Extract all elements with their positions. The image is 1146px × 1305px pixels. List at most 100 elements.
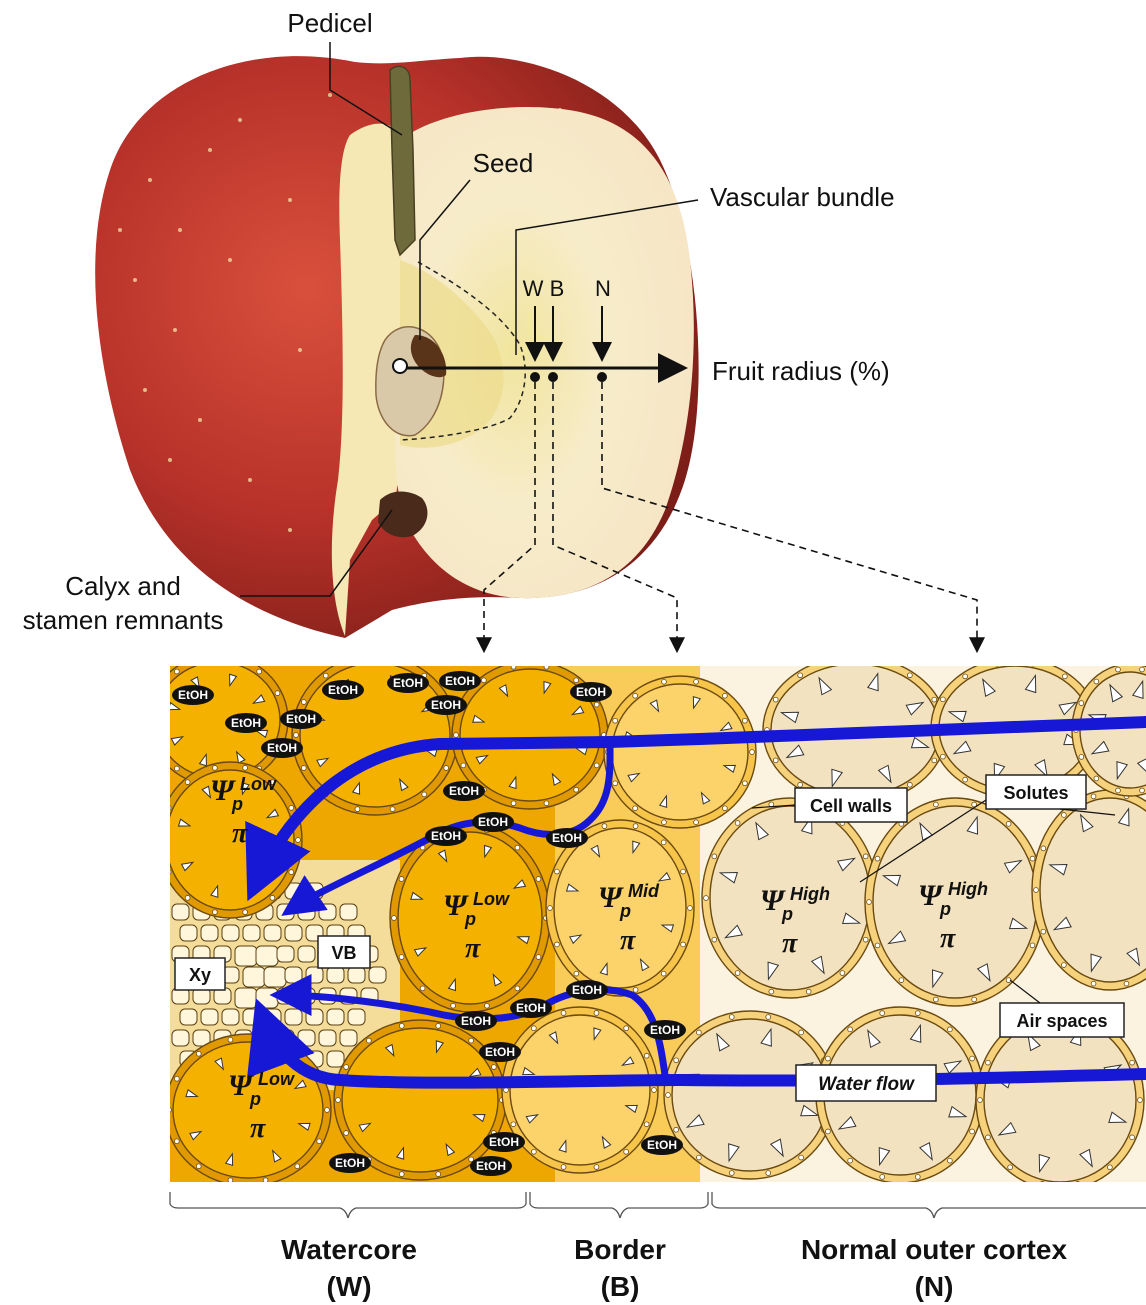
fruit-radius-label: Fruit radius (%) [712, 356, 890, 386]
etoh-text: EtOH [485, 1045, 515, 1059]
marker-w-dot [530, 372, 540, 382]
apple-illustration [95, 56, 698, 638]
vb-cell [319, 904, 336, 920]
etoh-text: EtOH [516, 1001, 546, 1015]
vascular-bundle-label: Vascular bundle [710, 182, 895, 212]
etoh-text: EtOH [572, 983, 602, 997]
normal-code: (N) [915, 1271, 954, 1302]
vb-cell [340, 1030, 357, 1046]
etoh-text: EtOH [286, 712, 316, 726]
vb-cell [243, 925, 260, 941]
etoh-badge: EtOH [644, 1020, 686, 1040]
vb-cell [172, 904, 189, 920]
vb-cell [172, 1030, 189, 1046]
etoh-badge: EtOH [472, 812, 514, 832]
etoh-text: EtOH [178, 688, 208, 702]
vb-cell [222, 1009, 239, 1025]
etoh-badge: EtOH [546, 828, 588, 848]
fruit-center-point [393, 359, 407, 373]
calyx-label-line2: stamen remnants [23, 605, 224, 635]
watercore-bracket [170, 1192, 526, 1218]
etoh-text: EtOH [552, 831, 582, 845]
etoh-text: EtOH [461, 1014, 491, 1028]
air-spaces-label: Air spaces [1016, 1011, 1107, 1031]
border-code: (B) [601, 1271, 640, 1302]
etoh-text: EtOH [489, 1135, 519, 1149]
vb-cell [256, 988, 278, 1008]
watercore-code: (W) [326, 1271, 371, 1302]
xy-label: Xy [189, 965, 211, 985]
etoh-badge: EtOH [455, 1011, 497, 1031]
vb-cell [264, 967, 286, 987]
vb-cell [277, 946, 294, 962]
vb-cell [180, 1009, 197, 1025]
etoh-badge: EtOH [387, 673, 429, 693]
vb-cell [180, 925, 197, 941]
normal-label: Normal outer cortex [801, 1234, 1067, 1265]
etoh-badge: EtOH [570, 682, 612, 702]
vb-cell [298, 946, 315, 962]
etoh-badge: EtOH [483, 1132, 525, 1152]
etoh-badge: EtOH [322, 680, 364, 700]
vb-cell [319, 1030, 336, 1046]
etoh-badge: EtOH [329, 1153, 371, 1173]
vb-cell [285, 967, 302, 983]
vb-cell [285, 925, 302, 941]
border-bracket [530, 1192, 708, 1218]
water-flow-label: Water flow [818, 1074, 915, 1095]
vb-cell [298, 1030, 315, 1046]
svg-text:π: π [250, 1113, 266, 1144]
tissue-cell [502, 1007, 658, 1173]
etoh-badge: EtOH [479, 1042, 521, 1062]
vb-cell [327, 1009, 344, 1025]
svg-text:p: p [939, 899, 951, 919]
vb-label: VB [331, 943, 356, 963]
etoh-text: EtOH [335, 1156, 365, 1170]
marker-n-dot [597, 372, 607, 382]
watercore-label: Watercore [281, 1234, 417, 1265]
etoh-text: EtOH [431, 698, 461, 712]
svg-text:p: p [231, 794, 243, 814]
etoh-badge: EtOH [510, 998, 552, 1018]
region-labels: Watercore (W) Border (B) Normal outer co… [281, 1234, 1067, 1302]
etoh-badge: EtOH [261, 738, 303, 758]
etoh-text: EtOH [231, 716, 261, 730]
etoh-text: EtOH [449, 784, 479, 798]
etoh-badge: EtOH [443, 781, 485, 801]
normal-bracket [712, 1192, 1146, 1218]
svg-text:High: High [790, 884, 830, 904]
etoh-badge: EtOH [172, 685, 214, 705]
etoh-badge: EtOH [280, 709, 322, 729]
svg-text:π: π [620, 925, 636, 956]
pedicel-label: Pedicel [287, 8, 372, 38]
etoh-badge: EtOH [425, 826, 467, 846]
svg-text:π: π [782, 928, 798, 959]
vb-cell [340, 904, 357, 920]
vb-cell [235, 946, 257, 966]
vb-cell [285, 1009, 302, 1025]
etoh-text: EtOH [267, 741, 297, 755]
etoh-text: EtOH [431, 829, 461, 843]
svg-text:Low: Low [473, 889, 510, 909]
svg-text:p: p [464, 909, 476, 929]
vb-cell [235, 988, 257, 1008]
marker-b-label: B [550, 276, 565, 301]
vb-cell [306, 967, 323, 983]
svg-text:π: π [232, 818, 248, 849]
vb-cell [256, 946, 278, 966]
tissue-cell [165, 1034, 331, 1186]
vb-cell [369, 967, 386, 983]
vb-cell [306, 1009, 323, 1025]
seed-label: Seed [473, 148, 534, 178]
etoh-text: EtOH [576, 685, 606, 699]
etoh-badge: EtOH [641, 1135, 683, 1155]
vb-cell [201, 925, 218, 941]
vb-cell [201, 1009, 218, 1025]
vb-cell [264, 925, 281, 941]
vb-cell [348, 967, 365, 983]
solutes-label: Solutes [1003, 783, 1068, 803]
vb-cell [327, 967, 344, 983]
vb-cell [222, 925, 239, 941]
etoh-badge: EtOH [425, 695, 467, 715]
